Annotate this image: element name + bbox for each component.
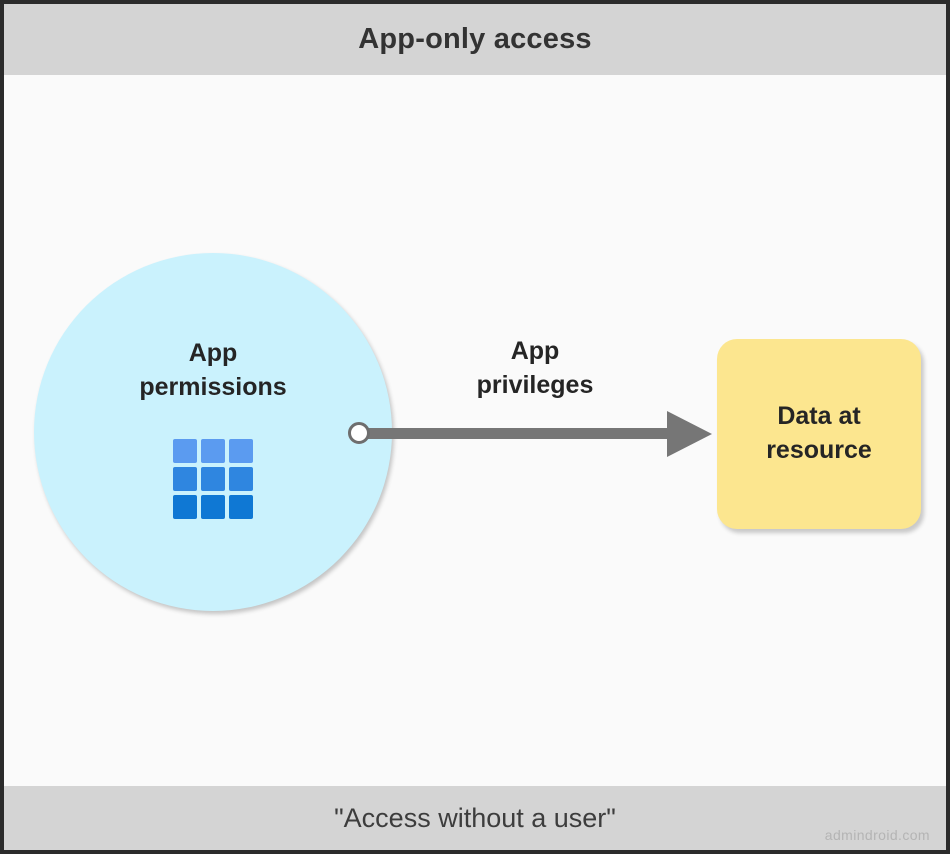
watermark: admindroid.com — [824, 827, 930, 843]
grid-tile — [201, 495, 225, 519]
arrow-app-privileges — [364, 411, 712, 457]
grid-tile — [173, 439, 197, 463]
grid-tile — [173, 467, 197, 491]
grid-tile — [173, 495, 197, 519]
node-data-at-resource: Data at resource — [717, 339, 921, 529]
grid-3x3-icon — [173, 439, 253, 519]
footer-caption: "Access without a user" — [334, 802, 616, 833]
connector-dot-icon — [348, 422, 370, 444]
grid-tile — [201, 439, 225, 463]
footer-band: "Access without a user" admindroid.com — [4, 786, 946, 850]
grid-tile — [229, 439, 253, 463]
node-data-at-resource-label: Data at resource — [766, 402, 872, 464]
edge-label-app-privileges: App privileges — [476, 337, 594, 399]
page-title: App-only access — [358, 23, 592, 55]
grid-tile — [229, 495, 253, 519]
node-app-permissions — [34, 253, 392, 611]
header-band: App-only access — [4, 4, 946, 75]
node-app-permissions-label: App permissions — [139, 339, 287, 401]
grid-tile — [201, 467, 225, 491]
grid-tile — [229, 467, 253, 491]
diagram-canvas: App permissions App privileges Data at r… — [4, 75, 946, 786]
